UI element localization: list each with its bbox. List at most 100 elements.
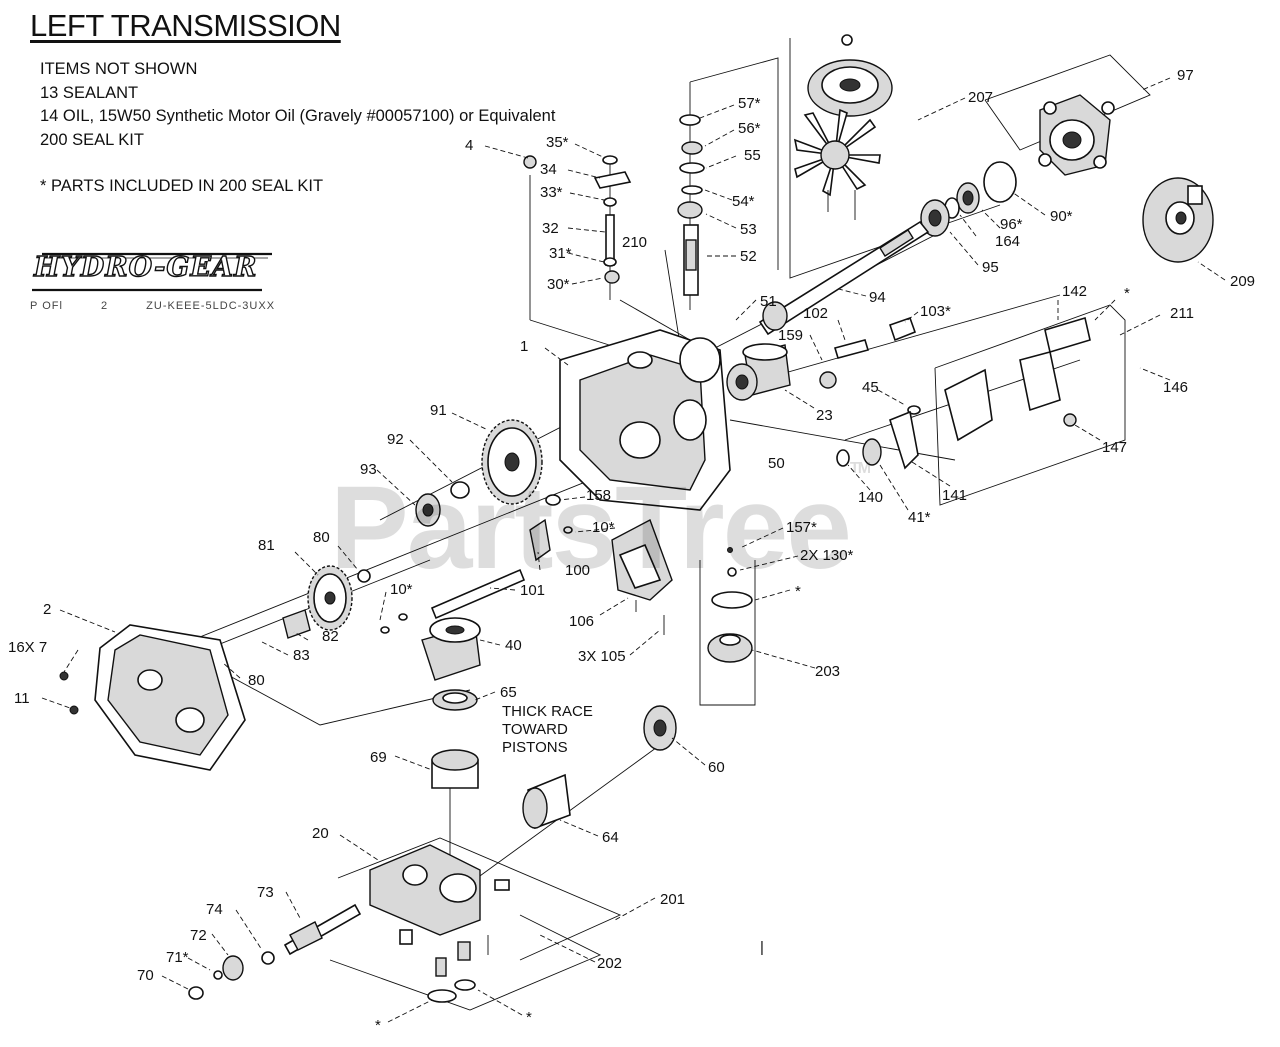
callout-50: 50 (768, 455, 785, 472)
callout-54: 54* (732, 193, 755, 210)
callout-146: 146 (1163, 379, 1188, 396)
callout-11: 11 (14, 690, 30, 707)
wheel-hub-plate (1142, 177, 1214, 263)
shaft-101 (380, 494, 573, 634)
callout-159: 159 (778, 327, 803, 344)
callout-130: 2X 130* (800, 547, 854, 564)
callout-105: 3X 105 (578, 648, 626, 665)
model-code: P OFl 2 ZU-KEEE-5LDC-3UXX (30, 300, 309, 312)
note-line: ITEMS NOT SHOWN (40, 60, 198, 78)
callout-82: 82 (322, 628, 339, 645)
callout-64: 64 (602, 829, 619, 846)
callout-45: 45 (862, 379, 879, 396)
callout-4: 4 (465, 137, 473, 154)
oil-filter (726, 343, 791, 401)
callout-71: 71* (166, 949, 189, 966)
callout-207: 207 (968, 89, 993, 106)
callout-65-note-line1: THICK RACE (502, 703, 593, 720)
axle-bearings (920, 161, 1017, 237)
charge-pump-ring (707, 547, 753, 663)
motor-assembly (522, 705, 677, 830)
watermark-tm: TM (849, 460, 871, 477)
callout-star-bottom-right: * (526, 1009, 532, 1026)
model-code-part: ZU-KEEE-5LDC-3UXX (146, 300, 276, 312)
callout-164: 164 (995, 233, 1020, 250)
callout-74: 74 (206, 901, 223, 918)
callout-33: 33* (540, 184, 563, 201)
callout-10-upper: 10* (592, 519, 615, 536)
callout-65-note-line3: PISTONS (502, 739, 568, 756)
callout-92: 92 (387, 431, 404, 448)
callout-56: 56* (738, 120, 761, 137)
callout-94: 94 (869, 289, 886, 306)
callout-35: 35* (546, 134, 569, 151)
callout-41: 41* (908, 509, 931, 526)
callout-51: 51 (760, 293, 777, 310)
gear-81 (207, 565, 371, 667)
callout-83: 83 (293, 647, 310, 664)
items-not-shown-notes: ITEMS NOT SHOWN 13 SEALANT 14 OIL, 15W50… (40, 58, 555, 199)
callout-202: 202 (597, 955, 622, 972)
callout-142: 142 (1062, 283, 1087, 300)
callout-53: 53 (740, 221, 757, 238)
callout-70: 70 (137, 967, 154, 984)
hydro-gear-logo-icon (32, 252, 272, 292)
callout-141: 141 (942, 487, 967, 504)
callout-140: 140 (858, 489, 883, 506)
leader-lines (41, 77, 1226, 1023)
axle-shaft (758, 220, 930, 336)
page-title: LEFT TRANSMISSION (30, 8, 341, 43)
center-shaft-stack (677, 114, 705, 296)
callout-96: 96* (1000, 216, 1023, 233)
callout-52: 52 (740, 248, 757, 265)
model-code-part: 2 (100, 300, 109, 312)
callout-102: 102 (803, 305, 828, 322)
callout-97: 97 (1177, 67, 1194, 84)
bracket-106 (611, 519, 673, 635)
note-line: 13 SEALANT (40, 83, 139, 102)
callout-209: 209 (1230, 273, 1255, 290)
callout-star-top: * (1124, 285, 1130, 302)
model-code-part: P OFl (30, 300, 63, 312)
callout-65-note-line2: TOWARD (502, 721, 568, 738)
callout-103: 103* (920, 303, 951, 320)
pump-assembly (421, 617, 481, 789)
callout-40: 40 (505, 637, 522, 654)
callout-2: 2 (43, 601, 51, 618)
callout-32: 32 (542, 220, 559, 237)
callout-203: 203 (815, 663, 840, 680)
partstree-watermark: PartsTreeTM (330, 460, 871, 596)
callout-81: 81 (258, 537, 275, 554)
callout-147: 147 (1102, 439, 1127, 456)
note-line: 200 SEAL KIT (40, 130, 144, 149)
callout-20: 20 (312, 825, 329, 842)
callout-80-upper: 80 (313, 529, 330, 546)
callout-211: 211 (1170, 305, 1194, 322)
callout-69: 69 (370, 749, 387, 766)
callout-201: 201 (660, 891, 685, 908)
callout-10-lower: 10* (390, 581, 413, 598)
callout-57: 57* (738, 95, 761, 112)
callout-106: 106 (569, 613, 594, 630)
callout-101: 101 (520, 582, 545, 599)
callout-65: 65 (500, 684, 517, 701)
callout-73: 73 (257, 884, 274, 901)
control-shaft-stack (523, 155, 632, 284)
callout-star-right: * (795, 583, 801, 600)
hub-assembly (1038, 94, 1115, 176)
callout-55: 55 (744, 147, 761, 164)
callout-23: 23 (816, 407, 833, 424)
callout-95: 95 (982, 259, 999, 276)
callout-80-lower: 80 (248, 672, 265, 689)
center-section (369, 844, 510, 1003)
callout-158: 158 (586, 487, 611, 504)
part-labels: 4 35* 34 33* 32 31* 30* 57* 56* 55 54* 5… (8, 67, 1255, 1034)
callout-30: 30* (547, 276, 570, 293)
watermark-text: PartsTree (330, 462, 852, 594)
input-shaft (188, 903, 362, 1000)
logo-text: HYDRO-GEAR (33, 251, 258, 283)
callout-72: 72 (190, 927, 207, 944)
callout-1: 1 (520, 338, 528, 355)
callout-93: 93 (360, 461, 377, 478)
